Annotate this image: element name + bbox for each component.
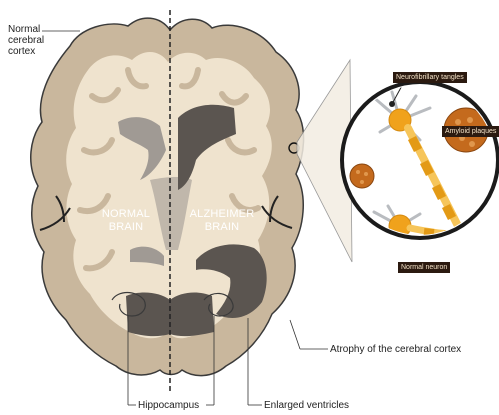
alzheimer-brain-label: ALZHEIMER BRAIN <box>182 208 262 234</box>
alzheimer-brain-line1: ALZHEIMER <box>182 208 262 221</box>
normal-brain-line1: NORMAL <box>96 208 156 221</box>
enlarged-ventricles-label: Enlarged ventricles <box>264 400 349 411</box>
alzheimer-brain-line2: BRAIN <box>182 221 262 234</box>
normal-brain-line2: BRAIN <box>96 221 156 234</box>
tag-normal-neuron: Normal neuron <box>398 262 450 273</box>
normal-brain-label: NORMAL BRAIN <box>96 208 156 234</box>
tag-amyloid-plaques: Amyloid plaques <box>442 126 499 137</box>
tag-neurofibrillary-tangles: Neurofibrillary tangles <box>393 72 467 83</box>
atrophy-label: Atrophy of the cerebral cortex <box>330 344 461 355</box>
hippocampus-label: Hippocampus <box>138 400 199 411</box>
